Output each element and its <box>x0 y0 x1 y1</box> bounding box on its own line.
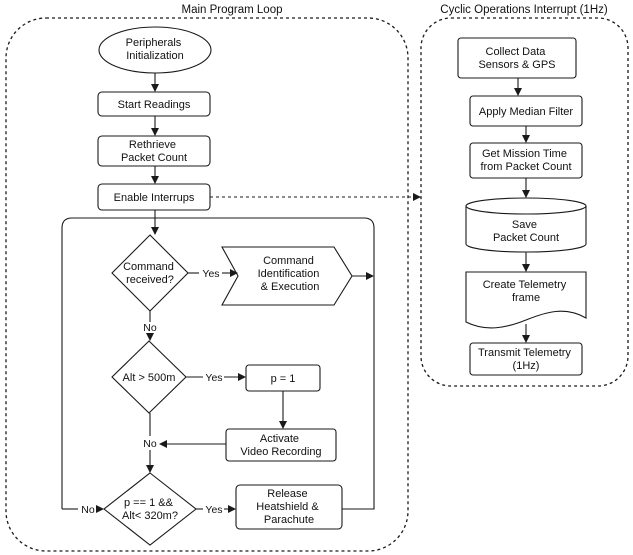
node-mission-time: Get Mission Time from Packet Count <box>469 142 583 179</box>
node-label: Enable Interrups <box>114 192 195 204</box>
node-activate-video: Activate Video Recording <box>225 428 337 462</box>
node-transmit: Transmit Telemetry (1Hz) <box>469 342 583 376</box>
node-set-p: p = 1 <box>245 364 321 392</box>
node-label: Alt > 500m <box>123 372 176 384</box>
node-label: Peripherals Initialization <box>126 37 185 62</box>
node-label: Rethrieve Packet Count <box>121 139 187 164</box>
node-label: p == 1 && Alt< 320m? <box>122 497 178 522</box>
node-label: Save Packet Count <box>493 219 559 244</box>
node-collect-data: Collect Data Sensors & GPS <box>457 37 577 79</box>
node-create-frame: Create Telemetry frame <box>465 271 587 329</box>
edge-label-yes-release: Yes <box>205 504 222 516</box>
node-median-filter: Apply Median Filter <box>469 95 583 127</box>
node-release-heatshield: Release Heatshield & Parachute <box>235 484 343 530</box>
node-peripherals-init: Peripherals Initialization <box>98 26 212 74</box>
node-command-exec: Command Identification & Execution <box>221 246 353 306</box>
node-label: Transmit Telemetry (1Hz) <box>478 347 574 372</box>
node-label: Command received? <box>123 261 177 286</box>
node-enable-interrupts: Enable Interrups <box>97 183 211 211</box>
edge-label-yes-command: Yes <box>202 268 219 280</box>
node-label: Release Heatshield & Parachute <box>256 488 321 526</box>
node-label: Start Readings <box>118 99 191 111</box>
interrupt-region <box>420 17 629 387</box>
node-label: Apply Median Filter <box>479 106 573 118</box>
node-label: Collect Data Sensors & GPS <box>478 46 555 71</box>
node-label: Command Identification & Execution <box>258 255 323 293</box>
node-label: Activate Video Recording <box>240 433 321 458</box>
node-label: Create Telemetry frame <box>483 279 570 304</box>
node-save-count: Save Packet Count <box>465 197 587 253</box>
node-command-received: Command received? <box>111 234 189 312</box>
edge-label-no-alt: No <box>143 438 157 450</box>
interrupt-title: Cyclic Operations Interrupt (1Hz) <box>440 4 608 16</box>
edge-loop-frame <box>61 217 375 510</box>
node-retrieve-count: Rethrieve Packet Count <box>97 135 211 167</box>
node-release-check: p == 1 && Alt< 320m? <box>103 472 197 546</box>
edge-label-no-release: No <box>81 504 95 516</box>
edge-label-no-command: No <box>143 322 157 334</box>
node-alt-check: Alt > 500m <box>111 340 187 414</box>
edge-label-yes-alt: Yes <box>205 372 222 384</box>
node-label: Get Mission Time from Packet Count <box>480 148 571 173</box>
node-label: p = 1 <box>271 373 296 385</box>
main-loop-title: Main Program Loop <box>182 4 283 16</box>
node-start-readings: Start Readings <box>97 91 211 117</box>
